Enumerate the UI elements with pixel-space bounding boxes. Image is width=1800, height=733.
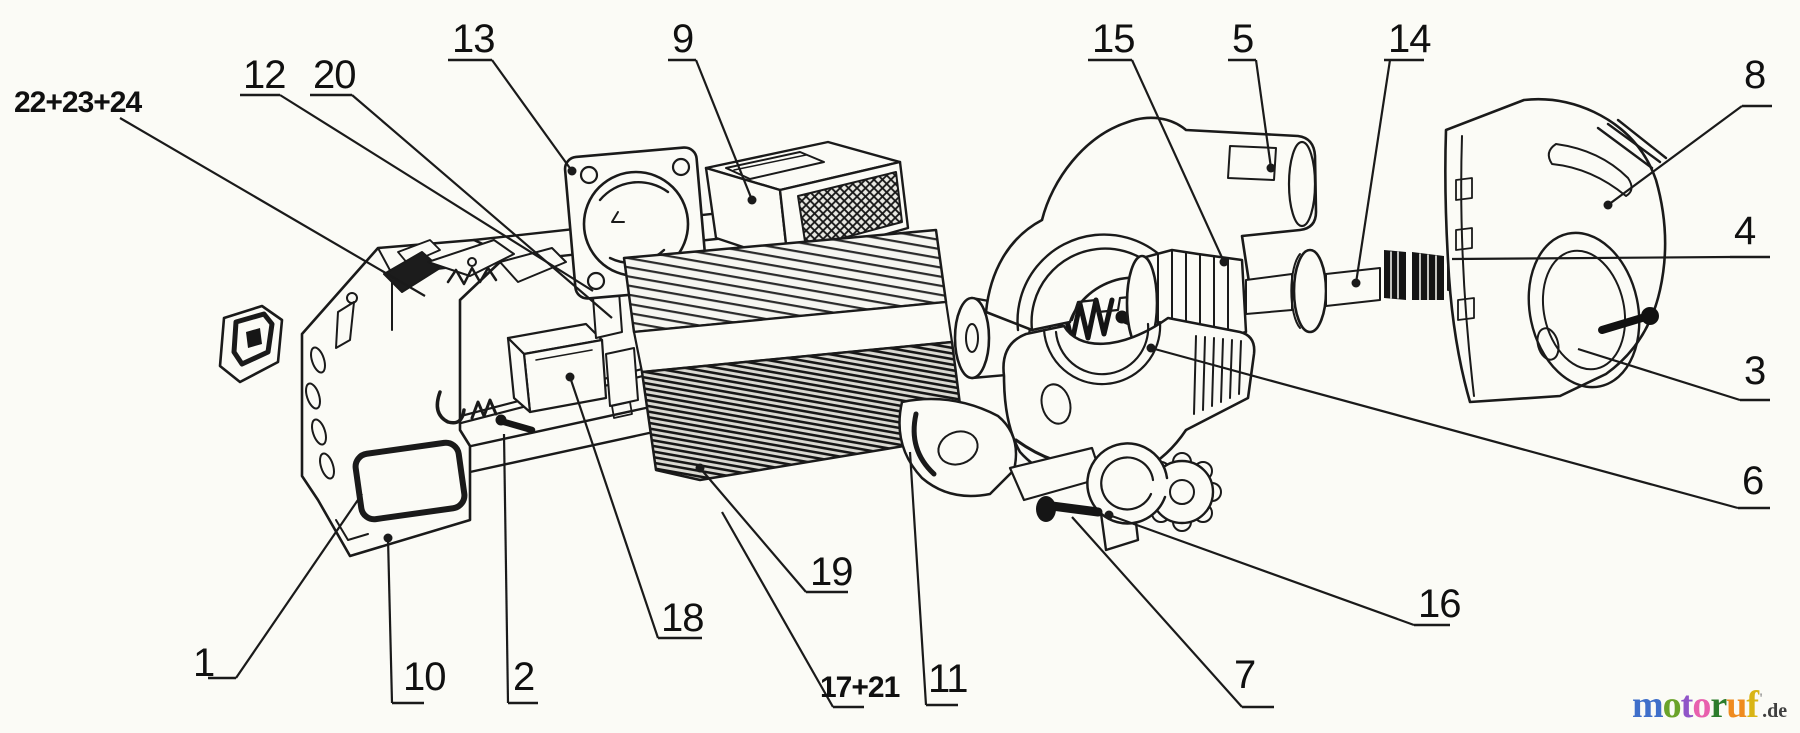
logo-suffix: .de <box>1762 700 1788 722</box>
callout-2: 2 <box>502 433 538 705</box>
part-switch-cap <box>218 304 284 384</box>
part-end-cap <box>1444 97 1668 404</box>
part-motor <box>622 228 966 482</box>
callout-label-15: 15 <box>1092 17 1135 61</box>
callout-label-10: 10 <box>403 655 446 699</box>
callout-label-5: 5 <box>1232 17 1253 61</box>
callout-19: 19 <box>695 463 854 594</box>
callout-10: 10 <box>383 533 447 705</box>
callout-7: 7 <box>1071 516 1274 709</box>
callout-label-4: 4 <box>1734 209 1756 253</box>
part-clamp-screw <box>1036 496 1103 522</box>
logo-letter: o <box>1662 684 1682 726</box>
callout-label-1: 1 <box>193 641 214 685</box>
logo-letter: o <box>1692 684 1711 726</box>
callout-label-16: 16 <box>1418 582 1461 626</box>
part-module-box <box>506 322 608 414</box>
part-lock-screw-set <box>435 390 536 434</box>
callout-4: 4 <box>1451 209 1770 261</box>
callout-13: 13 <box>448 17 577 176</box>
callout-12: 12 <box>240 53 594 292</box>
callout-18: 18 <box>565 372 705 640</box>
callout-17+21: 17+21 <box>721 511 901 709</box>
callout-14: 14 <box>1351 17 1432 288</box>
callout-label-9: 9 <box>672 17 693 61</box>
callout-label-6: 6 <box>1742 459 1763 503</box>
callout-8: 8 <box>1603 53 1772 210</box>
logo-tick: ' <box>1758 691 1763 707</box>
callout-22+23+24: 22+23+24 <box>14 86 426 297</box>
callout-5: 5 <box>1228 17 1276 173</box>
logo-letter: u <box>1726 684 1747 726</box>
callout-11: 11 <box>908 451 969 707</box>
callout-1: 1 <box>193 493 363 685</box>
callout-label-18: 18 <box>661 596 704 640</box>
callout-16: 16 <box>1104 510 1462 627</box>
part-main-housing <box>300 238 502 558</box>
logo-letter: f <box>1746 684 1759 726</box>
logo-letter: r <box>1710 684 1727 726</box>
callout-label-11: 11 <box>928 657 968 701</box>
callout-15: 15 <box>1088 17 1229 267</box>
callout-label-3: 3 <box>1744 349 1765 393</box>
callout-label-22+23+24: 22+23+24 <box>14 86 142 119</box>
callout-3: 3 <box>1577 347 1770 402</box>
callout-label-2: 2 <box>513 655 534 699</box>
callout-label-17+21: 17+21 <box>820 671 900 704</box>
logo-letter: m <box>1632 684 1664 726</box>
callout-label-12: 12 <box>243 53 286 97</box>
callout-label-8: 8 <box>1744 53 1765 97</box>
callout-label-20: 20 <box>313 53 356 97</box>
callout-label-13: 13 <box>452 17 495 61</box>
part-rail-clamp <box>898 397 1222 552</box>
callout-label-19: 19 <box>810 550 853 594</box>
callout-label-7: 7 <box>1234 653 1255 697</box>
callout-9: 9 <box>668 17 757 205</box>
logo-letter: t <box>1680 684 1694 726</box>
part-latch-assembly <box>383 239 567 293</box>
callout-6: 6 <box>1146 343 1770 510</box>
callout-20: 20 <box>310 53 613 319</box>
callout-label-14: 14 <box>1388 17 1431 61</box>
